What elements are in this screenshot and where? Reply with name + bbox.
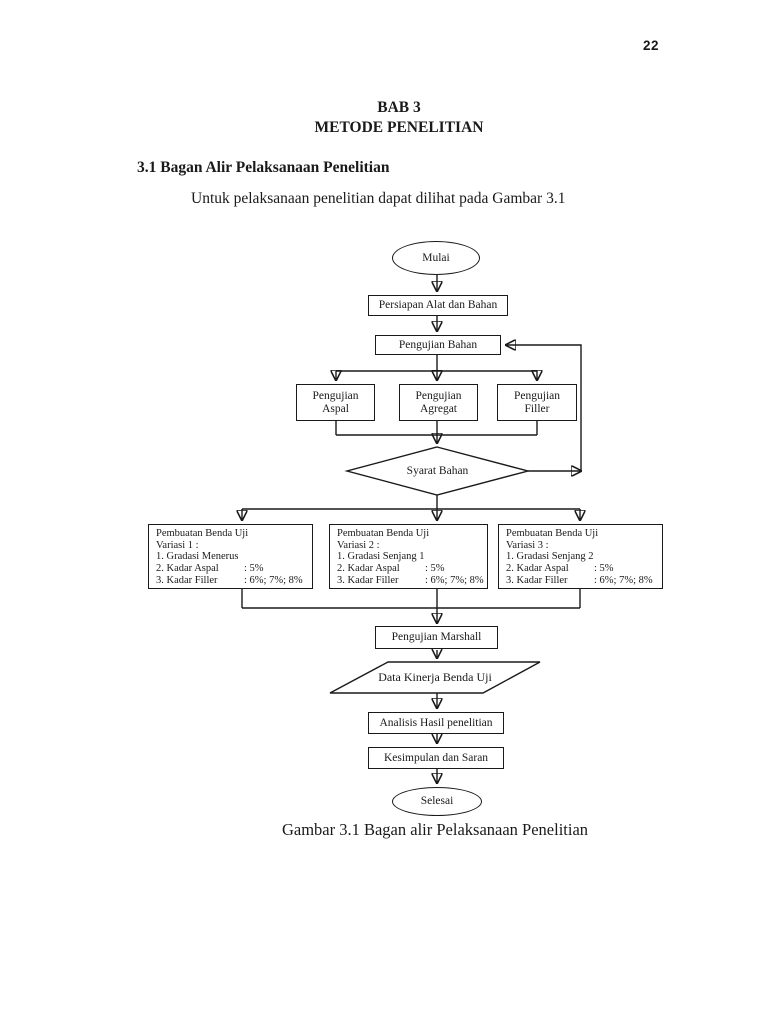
section-heading: 3.1 Bagan Alir Pelaksanaan Penelitian xyxy=(137,159,390,176)
chapter-title-line2: METODE PENELITIAN xyxy=(314,119,484,136)
flow-node-pengujian-marshall: Pengujian Marshall xyxy=(375,626,498,649)
flow-node-specimen-variasi-1: Pembuatan Benda Uji Variasi 1 : 1. Grada… xyxy=(148,524,313,589)
flow-node-data-kinerja: Data Kinerja Benda Uji xyxy=(378,670,492,685)
flow-node-pengujian-filler: Pengujian Filler xyxy=(497,384,577,421)
spec-aspal-value: : 5% xyxy=(425,563,445,575)
test-label-line: Aspal xyxy=(322,402,349,415)
spec-subtitle: Variasi 3 : xyxy=(506,539,549,551)
spec-filler-value: : 6%; 7%; 8% xyxy=(244,574,303,586)
spec-aspal-label: 2. Kadar Aspal xyxy=(337,563,400,575)
test-label-line: Pengujian xyxy=(415,390,462,402)
flow-node-specimen-variasi-2: Pembuatan Benda Uji Variasi 2 : 1. Grada… xyxy=(329,524,488,589)
spec-title: Pembuatan Benda Uji xyxy=(337,528,430,539)
data-parallelogram-shape xyxy=(329,661,541,694)
flow-node-specimen-variasi-3: Pembuatan Benda Uji Variasi 3 : 1. Grada… xyxy=(498,524,663,589)
flow-node-pengujian-bahan: Pengujian Bahan xyxy=(375,335,501,355)
spec-aspal-value: : 5% xyxy=(244,563,264,575)
flow-node-persiapan: Persiapan Alat dan Bahan xyxy=(368,295,508,316)
spec-subtitle: Variasi 1 : xyxy=(156,539,199,551)
spec-aspal-label: 2. Kadar Aspal xyxy=(156,563,219,575)
spec-aspal-row: 2. Kadar Aspal : 5% xyxy=(337,563,483,575)
spec-gradasi: 1. Gradasi Senjang 2 xyxy=(506,551,594,563)
spec-filler-row: 3. Kadar Filler : 6%; 7%; 8% xyxy=(506,575,658,587)
spec-aspal-value: : 5% xyxy=(594,563,614,575)
spec-aspal-row: 2. Kadar Aspal : 5% xyxy=(506,563,658,575)
test-label-line: Pengujian xyxy=(312,390,359,402)
spec-filler-row: 3. Kadar Filler : 6%; 7%; 8% xyxy=(156,575,308,587)
spec-aspal-label: 2. Kadar Aspal xyxy=(506,563,569,575)
flow-node-end: Selesai xyxy=(392,787,482,816)
flow-node-kesimpulan: Kesimpulan dan Saran xyxy=(368,747,504,769)
spec-filler-label: 3. Kadar Filler xyxy=(156,574,218,586)
flow-node-syarat-bahan: Syarat Bahan xyxy=(406,464,469,477)
spec-subtitle: Variasi 2 : xyxy=(337,539,380,551)
spec-title: Pembuatan Benda Uji xyxy=(506,528,599,539)
line-feedback-to-material-test xyxy=(506,345,582,471)
flow-node-pengujian-agregat: Pengujian Agregat xyxy=(399,384,478,421)
spec-filler-row: 3. Kadar Filler : 6%; 7%; 8% xyxy=(337,574,484,587)
test-label-line: Agregat xyxy=(419,402,458,415)
spec-gradasi: 1. Gradasi Senjang 1 xyxy=(337,551,425,563)
spec-aspal-row: 2. Kadar Aspal : 5% xyxy=(156,563,308,575)
flow-node-analisis: Analisis Hasil penelitian xyxy=(368,712,504,734)
spec-filler-value: : 6%; 7%; 8% xyxy=(425,574,484,586)
spec-filler-label: 3. Kadar Filler xyxy=(337,574,399,586)
flow-node-pengujian-aspal: Pengujian Aspal xyxy=(296,384,375,421)
intro-paragraph: Untuk pelaksanaan penelitian dapat dilih… xyxy=(191,190,566,207)
flow-node-start: Mulai xyxy=(392,241,480,275)
figure-caption: Gambar 3.1 Bagan alir Pelaksanaan Peneli… xyxy=(281,820,589,839)
test-label-line: Filler xyxy=(524,402,550,415)
spec-gradasi: 1. Gradasi Menerus xyxy=(156,551,239,563)
spec-title: Pembuatan Benda Uji xyxy=(156,528,249,539)
spec-filler-value: : 6%; 7%; 8% xyxy=(594,574,653,586)
page-number: 22 xyxy=(643,38,660,53)
spec-filler-label: 3. Kadar Filler xyxy=(506,574,568,586)
test-label-line: Pengujian xyxy=(514,390,560,402)
chapter-title-line1: BAB 3 xyxy=(377,99,421,116)
